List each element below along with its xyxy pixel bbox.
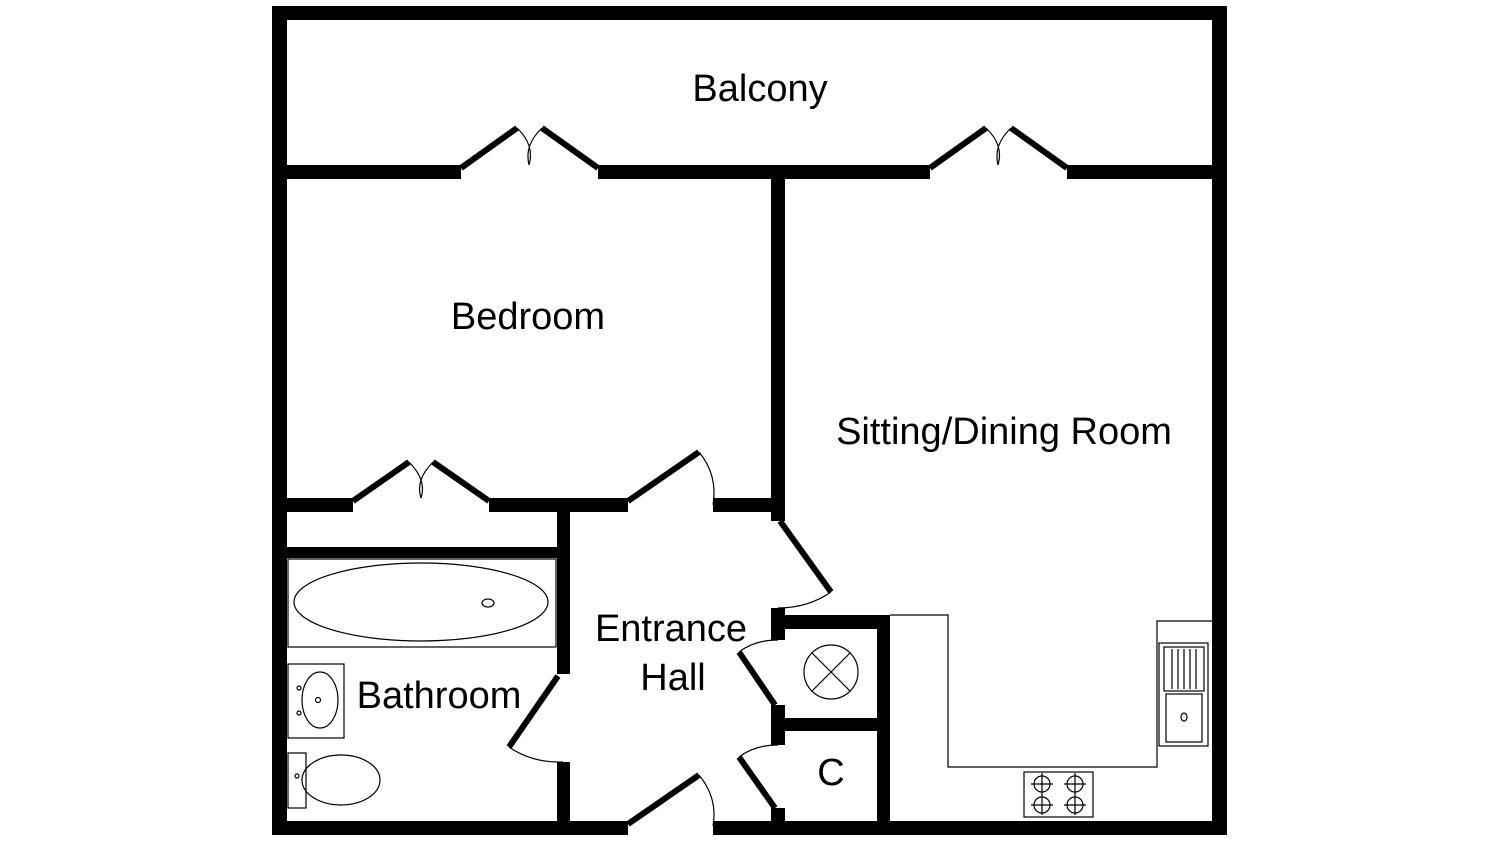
room-label-balcony: Balcony: [692, 68, 827, 110]
cupboard-door: [736, 744, 779, 810]
kitchen-sink-icon: [1158, 642, 1209, 747]
airing-cupboard-door: [736, 639, 779, 707]
balcony-door-bedroom: [459, 125, 600, 171]
room-label-entrance-hall-line2: Hall: [640, 657, 705, 699]
outer-walls: [272, 6, 1227, 835]
room-label-cupboard: C: [817, 752, 844, 794]
hob-icon: [1023, 771, 1094, 818]
toilet-icon: [287, 752, 381, 809]
room-label-entrance-hall-line1: Entrance: [595, 608, 747, 650]
bedroom-door: [626, 449, 715, 506]
interior-walls: [287, 179, 890, 821]
wardrobe-door: [351, 459, 491, 504]
kitchen-worktop: [890, 614, 1212, 768]
balcony-wall: [287, 165, 1212, 179]
sitting-room-door: [777, 519, 834, 609]
boiler-icon: [803, 644, 859, 700]
bathroom-door: [506, 674, 564, 763]
bath-icon: [287, 558, 557, 648]
room-label-bathroom: Bathroom: [357, 675, 522, 717]
balcony-door-sitting: [928, 125, 1069, 171]
wash-basin-icon: [287, 663, 345, 739]
room-label-bedroom: Bedroom: [451, 296, 605, 338]
entrance-door: [626, 772, 715, 827]
room-label-sitting-dining: Sitting/Dining Room: [836, 411, 1172, 453]
